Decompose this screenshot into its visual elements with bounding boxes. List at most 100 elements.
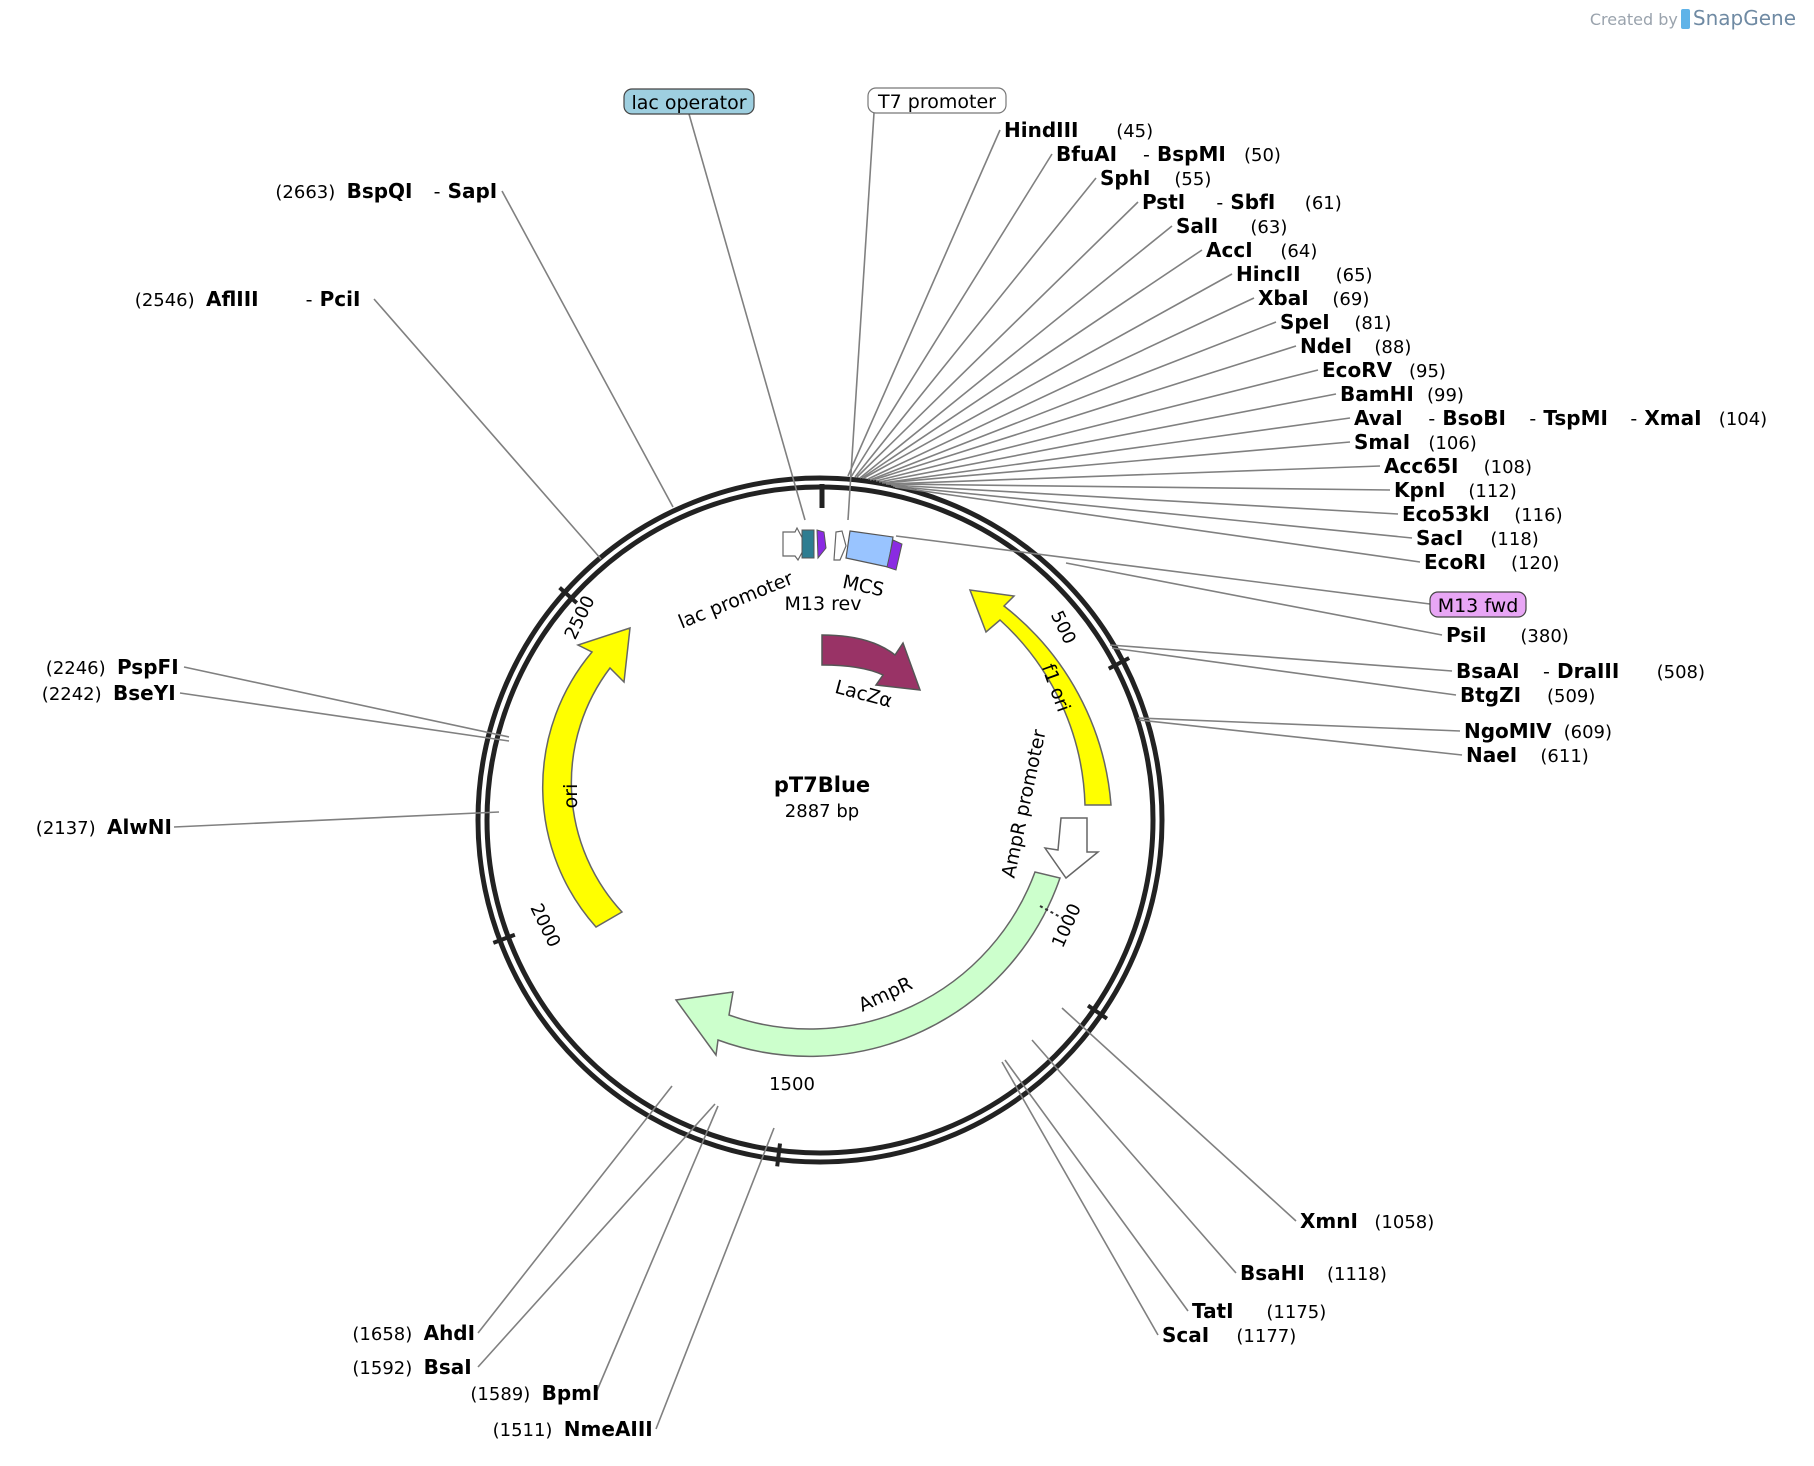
site-leader-line: [655, 1127, 775, 1430]
feature-ori[interactable]: ori: [541, 626, 631, 928]
site-position: (120): [1511, 553, 1559, 574]
m13-fwd-text: M13 fwd: [1438, 595, 1519, 617]
site-smai[interactable]: SmaI(106): [1354, 430, 1477, 454]
site-btgzi[interactable]: BtgZI(509): [1460, 683, 1595, 707]
site-ndei[interactable]: NdeI(88): [1300, 334, 1411, 358]
site-position: (69): [1332, 289, 1369, 310]
site-position: (45): [1116, 121, 1153, 142]
lacz-alpha-arrow[interactable]: [821, 634, 922, 691]
t7-promoter-block[interactable]: [833, 530, 847, 561]
site-leader-line: [477, 1103, 716, 1368]
site-xbai[interactable]: XbaI (69): [1258, 286, 1369, 310]
m13-fwd-block[interactable]: [886, 539, 903, 571]
site-naei[interactable]: NaeI(611): [1466, 743, 1589, 767]
site-pspfi[interactable]: (2246)PspFI: [46, 655, 179, 679]
site-acc65i[interactable]: Acc65I (108): [1384, 454, 1532, 478]
ampr-arrow[interactable]: [674, 871, 1061, 1058]
lac-operator-block[interactable]: [801, 529, 815, 559]
site-name: BspMI: [1157, 142, 1226, 166]
site-scai[interactable]: ScaI(1177): [1162, 1323, 1296, 1347]
tick-label-1000: 1000: [1048, 901, 1086, 951]
site-xmni[interactable]: XmnI(1058): [1300, 1209, 1434, 1233]
site-leader-line: [885, 465, 1381, 485]
site-bsai[interactable]: (1592)BsaI: [352, 1355, 471, 1379]
site-sep: -: [1216, 192, 1223, 214]
site-sep: -: [1428, 408, 1435, 430]
site-acci[interactable]: AccI(64): [1206, 238, 1317, 262]
feature-ampr[interactable]: AmpR: [674, 871, 1063, 1058]
site-leader-line: [850, 153, 1053, 478]
site-leader-line: [477, 1085, 673, 1334]
site-psti[interactable]: PstI-SbfI(61): [1142, 190, 1342, 214]
site-afliii[interactable]: (2546)AflIII-PciI: [135, 287, 361, 311]
site-hindiii[interactable]: HindIII(45): [1004, 118, 1153, 142]
tick-2000: [492, 932, 516, 945]
site-leader-line: [867, 297, 1255, 480]
site-position: (609): [1564, 722, 1612, 743]
site-position: (380): [1520, 626, 1568, 647]
site-leader-line: [1138, 719, 1463, 756]
site-eco53ki[interactable]: Eco53kI(116): [1402, 502, 1563, 526]
ampr-promoter-arrow[interactable]: [1043, 817, 1101, 880]
site-nmeaiii[interactable]: (1511)NmeAIII: [493, 1417, 653, 1441]
site-leader-line: [1137, 717, 1461, 732]
site-ecorv[interactable]: EcoRV(95): [1322, 358, 1446, 382]
t7-promoter-box: [867, 87, 1007, 114]
m13-fwd-box: [1429, 591, 1527, 618]
site-bsaai[interactable]: BsaAI-DraIII(508): [1456, 659, 1705, 683]
site-avai[interactable]: AvaI-BsoBI-TspMI-XmaI(104): [1354, 406, 1767, 430]
site-name: XbaI: [1258, 286, 1309, 310]
site-position: (104): [1719, 409, 1767, 430]
site-bsahi[interactable]: BsaHI(1118): [1240, 1261, 1387, 1285]
ampr-promoter-label: AmpR promoter: [998, 727, 1051, 879]
site-ecori[interactable]: EcoRI(120): [1424, 550, 1559, 574]
site-bamhi[interactable]: BamHI(99): [1340, 382, 1464, 406]
site-name: Acc65I: [1384, 454, 1458, 478]
label-t7-promoter[interactable]: T7 promoter: [867, 87, 1007, 114]
tick-label-500: 500: [1046, 608, 1080, 648]
label-lac-operator[interactable]: lac operator: [623, 88, 755, 115]
m13-rev-label: M13 rev: [785, 593, 862, 615]
site-position: (108): [1484, 457, 1532, 478]
site-bseyi[interactable]: (2242)BseYI: [42, 681, 176, 705]
site-tati[interactable]: TatI(1175): [1192, 1299, 1326, 1323]
plasmid-name: pT7Blue: [774, 773, 870, 797]
site-psii[interactable]: PsiI(380): [1446, 623, 1569, 647]
site-sali[interactable]: SalI(63): [1176, 214, 1287, 238]
lac-promoter-label: lac promoter: [675, 567, 796, 633]
site-name: BsaHI: [1240, 1261, 1305, 1285]
feature-lacz-alpha[interactable]: LacZα: [821, 634, 922, 712]
site-sphi[interactable]: SphI(55): [1100, 166, 1211, 190]
site-name: BpmI: [542, 1381, 600, 1405]
mcs-block[interactable]: [845, 530, 894, 568]
site-bfuai[interactable]: BfuAI-BspMI(50): [1056, 142, 1281, 166]
label-m13-fwd[interactable]: M13 fwd: [1429, 591, 1527, 618]
site-spei[interactable]: SpeI(81): [1280, 310, 1391, 334]
site-kpni[interactable]: KpnI(112): [1394, 478, 1517, 502]
site-position: (1058): [1374, 1212, 1434, 1233]
site-position: (88): [1374, 337, 1411, 358]
m13-rev-block[interactable]: [816, 529, 827, 560]
ori-arrow[interactable]: [541, 626, 631, 928]
site-name: AlwNI: [107, 815, 172, 839]
f1-ori-arrow[interactable]: [968, 589, 1112, 806]
site-ahdi[interactable]: (1658)AhdI: [352, 1321, 475, 1345]
feature-lac-promoter[interactable]: lac promoter: [675, 526, 807, 633]
site-alwni[interactable]: (2137)AlwNI: [36, 815, 172, 839]
tick-1000: [1086, 1003, 1109, 1021]
site-bspqi[interactable]: (2663)BspQI-SapI: [275, 179, 497, 203]
site-ngomiv[interactable]: NgoMIV(609): [1464, 719, 1612, 743]
site-position: (106): [1428, 433, 1476, 454]
tick-2500: [558, 586, 579, 605]
lac-operator-text: lac operator: [631, 92, 746, 114]
ampr-junction: [1039, 905, 1063, 919]
site-hincii[interactable]: HincII(65): [1236, 262, 1373, 286]
credit-prefix: Created by: [1589, 10, 1678, 29]
site-saci[interactable]: SacI(118): [1416, 526, 1539, 550]
site-leader-line: [847, 129, 1001, 477]
site-leader-line: [501, 190, 674, 508]
site-leader-line: [1109, 644, 1453, 672]
site-bpmi[interactable]: (1589)BpmI: [470, 1381, 599, 1405]
site-position: (509): [1547, 686, 1595, 707]
